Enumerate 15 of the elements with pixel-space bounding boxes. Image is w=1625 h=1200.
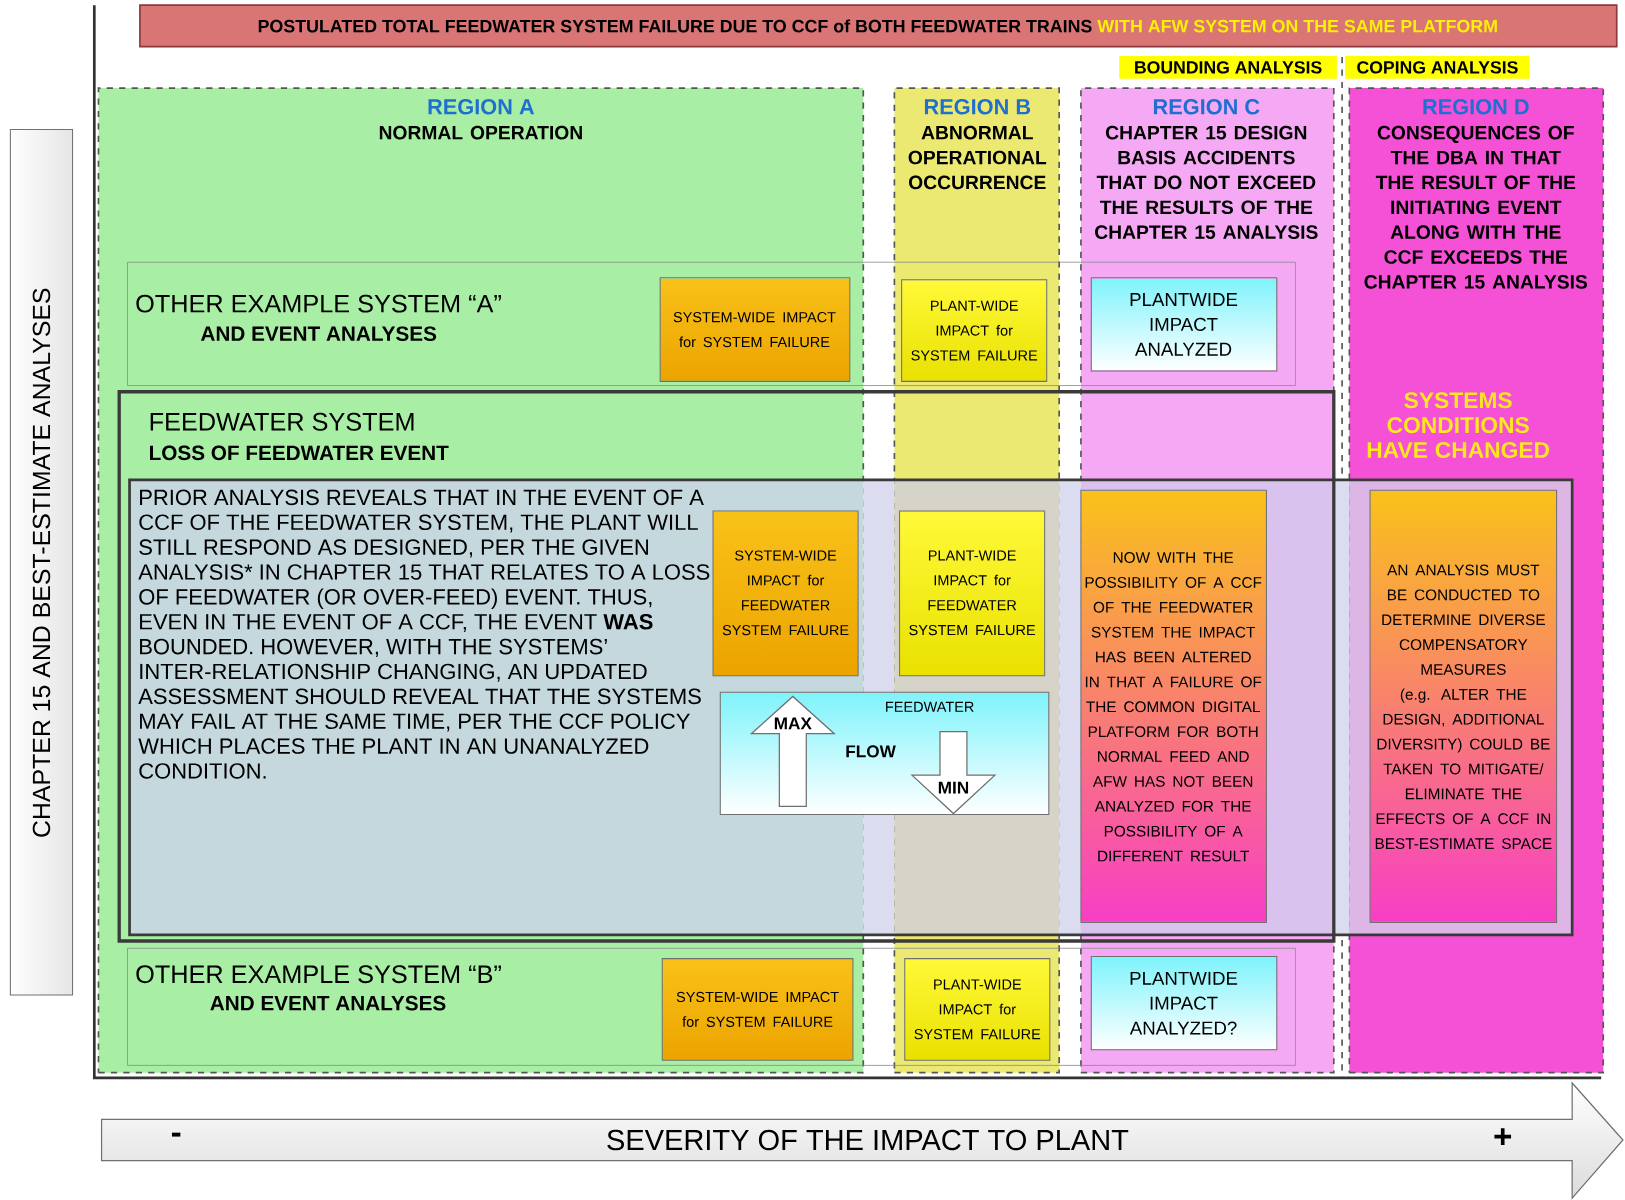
impact-box: AN ANALYSIS MUST BE CONDUCTED TO DETERMINE DIVERSE COMPENSATORY MEASURES (e.g. ALTER THE DESIGN, ADDITIONAL DIVERSITY) COULD BE TAKEN TO MITIGATE/ ELIMINATE THE EFFECTS OF A CCF IN BEST-ESTIMATE SPACE	[1369, 489, 1558, 923]
flow-box: FEEDWATER MAX FLOW MIN	[719, 691, 1050, 816]
axis-title-box: CHAPTER 15 AND BEST-ESTIMATE ANALYSES	[9, 129, 74, 996]
impact-box: NOW WITH THE POSSIBILITY OF A CCF OF THE FEEDWATER SYSTEM THE IMPACT HAS BEEN ALTERED IN THAT A FAILURE OF THE COMMON DIGITAL PLATFORM FOR BOTH NORMAL FEED AND AFW HAS NOT BEEN ANALYZED FOR THE POSSIBILITY OF A DIFFERENT RESULT	[1080, 489, 1267, 923]
impact-box: PLANT-WIDE IMPACT for FEEDWATER SYSTEM FAILURE	[899, 510, 1046, 677]
impact-box: SYSTEM-WIDE IMPACT for SYSTEM FAILURE	[659, 277, 851, 382]
analysis-label: BOUNDING ANALYSIS	[1119, 55, 1337, 79]
impact-box: SYSTEM-WIDE IMPACT for FEEDWATER SYSTEM FAILURE	[712, 510, 859, 677]
impact-box: PLANT-WIDE IMPACT for SYSTEM FAILURE	[904, 958, 1051, 1061]
impact-box: PLANT-WIDE IMPACT for SYSTEM FAILURE	[901, 279, 1048, 382]
title-banner: POSTULATED TOTAL FEEDWATER SYSTEM FAILURE DUE TO CCF of BOTH FEEDWATER TRAINS WITH AFW SYSTEM ON THE SAME PLATFORM	[139, 4, 1618, 48]
impact-box: SYSTEM-WIDE IMPACT for SYSTEM FAILURE	[661, 958, 854, 1061]
impact-box: PLANTWIDE IMPACT ANALYZED?	[1090, 956, 1278, 1051]
analysis-label: COPING ANALYSIS	[1345, 55, 1530, 79]
impact-box: PLANTWIDE IMPACT ANALYZED	[1090, 277, 1278, 372]
